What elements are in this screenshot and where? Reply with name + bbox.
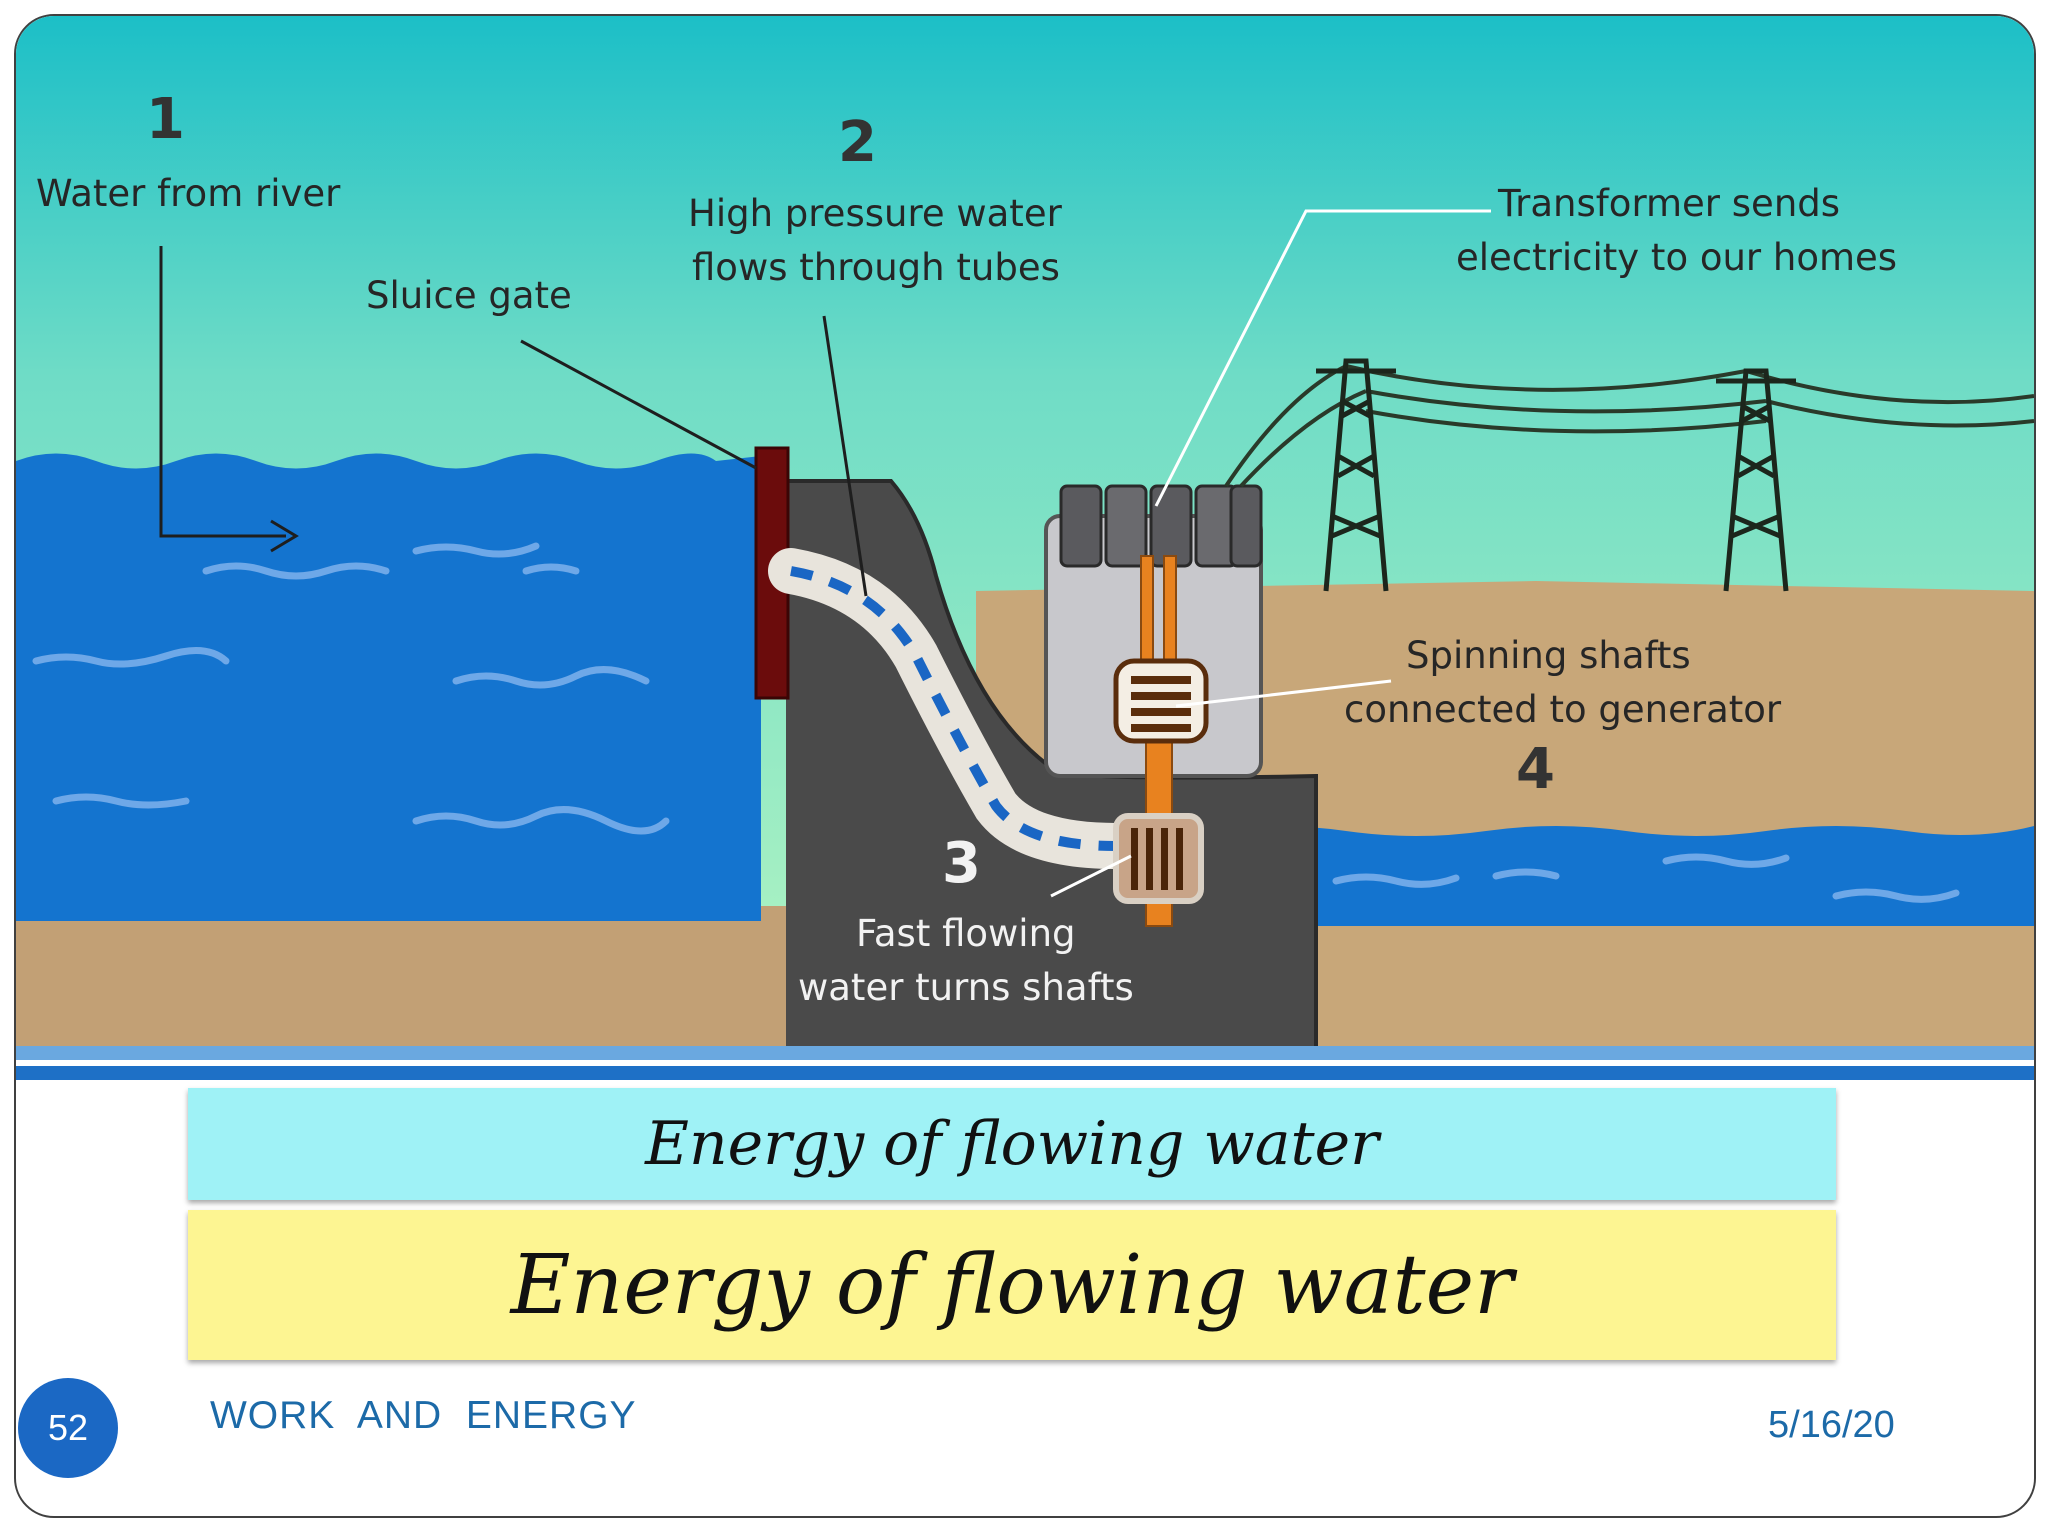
divider-band-light — [16, 1046, 2034, 1060]
transmission-tower-1 — [1316, 358, 1396, 592]
step-2-number: 2 — [838, 110, 877, 175]
river-upstream — [16, 453, 761, 921]
wave-lines — [32, 542, 1960, 903]
step-1-number: 1 — [146, 87, 185, 152]
slide-frame: 1 Water from river Sluice gate 2 High pr… — [14, 14, 2036, 1518]
footer-date: 5/16/20 — [1768, 1404, 1895, 1446]
footer-title: WORK AND ENERGY — [210, 1394, 637, 1437]
step-2-label-line1: High pressure water — [688, 192, 1063, 235]
step-3-label-line1: Fast flowing — [856, 912, 1076, 955]
callout-lines — [159, 246, 868, 597]
hydroelectric-dam-diagram: 1 Water from river Sluice gate 2 High pr… — [16, 16, 2034, 1046]
divider-band-mid — [16, 1060, 2034, 1066]
callout-lines-white — [1050, 209, 1491, 898]
river-downstream — [1206, 826, 2034, 926]
sluice-gate-label: Sluice gate — [366, 274, 572, 317]
transformer-label-line1: Transformer sends — [1497, 182, 1840, 225]
transformer-units — [1059, 484, 1263, 568]
divider-band-dark — [16, 1066, 2034, 1080]
turbine — [1113, 813, 1204, 904]
step-3-label-line2: water turns shafts — [798, 966, 1134, 1009]
slide-title-cyan: Energy of flowing water — [188, 1088, 1836, 1200]
step-1-label: Water from river — [36, 172, 341, 215]
power-lines — [1224, 364, 2034, 488]
slide-title-yellow: Energy of flowing water — [188, 1210, 1836, 1360]
riverbed — [16, 906, 786, 1046]
step-2-label-line2: flows through tubes — [692, 246, 1060, 289]
tube-water-flow — [790, 566, 1117, 851]
page-number-badge: 52 — [18, 1378, 118, 1478]
transformer-label-line2: electricity to our homes — [1456, 236, 1897, 279]
shafts-label-line2: connected to generator — [1344, 688, 1782, 731]
step-3-number: 3 — [942, 831, 981, 896]
step-4-number: 4 — [1516, 737, 1555, 802]
shafts-label-line1: Spinning shafts — [1406, 634, 1691, 677]
generator — [1113, 658, 1209, 744]
transmission-tower-2 — [1716, 368, 1796, 592]
